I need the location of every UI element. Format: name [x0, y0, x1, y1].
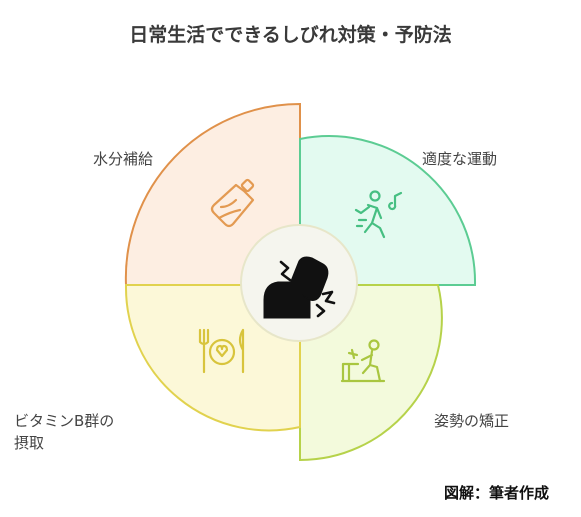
label-posture: 姿勢の矯正	[434, 412, 510, 430]
page-title: 日常生活でできるしびれ対策・予防法	[129, 24, 452, 46]
numbness-hands-icon	[263, 256, 336, 319]
label-vitamin: ビタミンB群の 摂取	[14, 410, 114, 454]
person-at-desk-icon	[340, 339, 386, 383]
label-vitamin-line1: ビタミンB群の	[14, 412, 115, 430]
label-water: 水分補給	[93, 150, 154, 168]
quadrant-water	[124, 102, 301, 286]
water-bottle-icon	[210, 178, 255, 228]
label-exercise: 適度な運動	[422, 150, 498, 168]
label-vitamin-line2: 摂取	[14, 434, 45, 452]
plate-and-cutlery-icon	[198, 328, 245, 374]
source-credit: 図解：筆者作成	[443, 484, 549, 502]
running-person-icon	[354, 190, 403, 239]
